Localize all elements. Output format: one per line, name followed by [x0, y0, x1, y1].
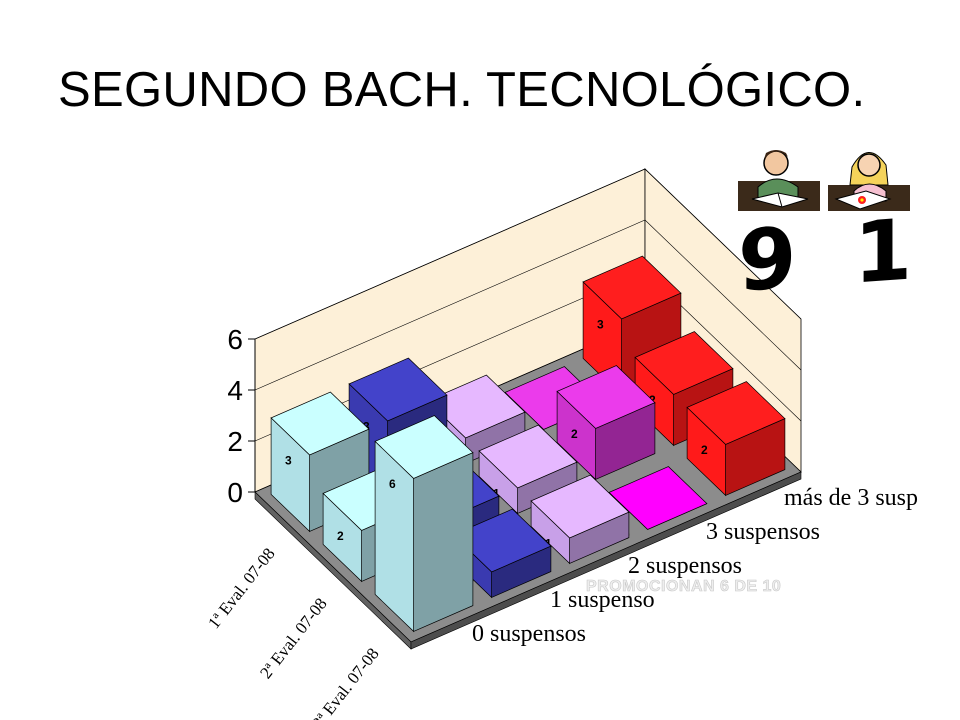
bar-top — [556, 365, 656, 429]
y-axis: 0 2 4 6 — [227, 168, 802, 508]
bar-top — [634, 331, 734, 395]
bar: 2 — [556, 365, 656, 481]
bar-top — [452, 508, 552, 573]
bar-top — [478, 424, 578, 489]
bar-top — [608, 466, 708, 530]
girl-drawing-icon — [828, 141, 910, 211]
series-label: 2ª Eval. 07-08 — [256, 594, 331, 682]
bar-top — [270, 391, 370, 456]
slide-title: SEGUNDO BACH. TECNOLÓGICO. — [58, 63, 866, 117]
gridline — [254, 168, 802, 340]
bar: 6 — [374, 415, 474, 633]
bar-side — [413, 452, 474, 632]
bar-top — [374, 415, 474, 479]
bar-value-label: 2 — [571, 427, 578, 441]
bar-value-label: 3 — [597, 317, 604, 331]
boy-studying-icon — [738, 141, 820, 211]
bar-top — [530, 474, 630, 539]
bar-value-label: 6 — [389, 477, 396, 491]
floor-side-edge — [410, 471, 802, 650]
series-label: 1ª Eval. 07-08 — [204, 544, 279, 632]
bars-layer: 322020111311326 — [270, 255, 786, 633]
series-label: 3ª Eval. 07-08 — [308, 644, 383, 720]
bar: 2 — [686, 381, 786, 497]
bar-top — [686, 381, 786, 445]
badge-numbers: 9 1 — [738, 199, 927, 311]
y-tick-label: 4 — [227, 375, 243, 406]
gridline — [254, 219, 802, 391]
bar-value-label: 3 — [285, 453, 292, 467]
bar-top — [348, 357, 448, 422]
bar: 1 — [530, 474, 630, 565]
category-label: 1 suspenso — [550, 587, 655, 613]
promotion-note: PROMOCIONAN 6 DE 10 — [586, 578, 782, 596]
bar-value-label: 2 — [701, 443, 708, 457]
category-label: más de 3 susp — [784, 485, 918, 511]
y-tick-label: 2 — [227, 426, 243, 457]
bar-top — [582, 255, 682, 320]
category-labels: 0 suspensos 1 suspenso 2 suspensos 3 suspen… — [472, 485, 918, 647]
y-tick-label: 0 — [227, 477, 243, 508]
category-label: 3 suspensos — [706, 519, 820, 545]
y-tick-label: 6 — [227, 324, 243, 355]
bar-value-label: 2 — [337, 529, 344, 543]
category-label: 2 suspensos — [628, 553, 742, 579]
bar-top — [426, 374, 526, 439]
category-label: 0 suspensos — [472, 621, 586, 647]
